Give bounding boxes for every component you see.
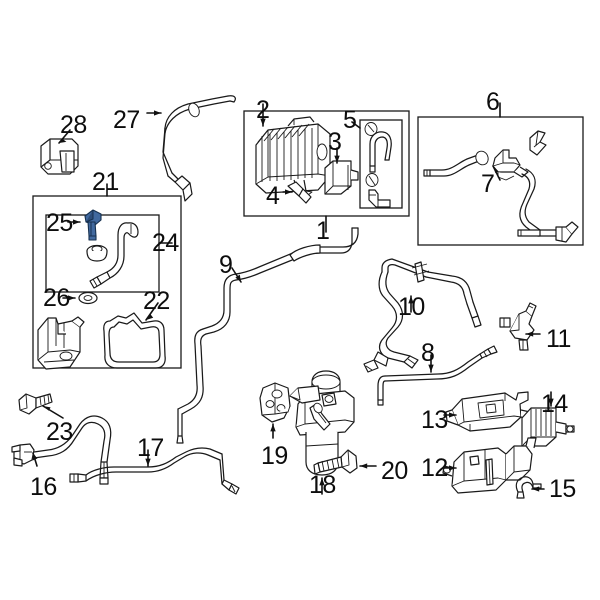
callout-28: 28 [60,111,87,139]
arrow-14 [548,398,554,406]
arrow-2 [260,118,266,126]
part-8-vacuum-hose-short [377,345,498,406]
arrow-11 [526,331,534,337]
arrow-19 [270,424,276,432]
callout-2: 2 [256,96,270,124]
callout-10: 10 [398,293,425,321]
arrow-17 [145,458,151,466]
callout-8: 8 [421,339,435,367]
arrow-22 [146,314,154,320]
arrow-8 [428,364,434,372]
part-11-pcv-valve [499,302,537,351]
callout-20: 20 [381,457,408,485]
callout-15: 15 [549,475,576,503]
callout-24: 24 [152,229,179,257]
arrow-18 [319,478,325,486]
callout-19: 19 [261,442,288,470]
part-12-vapor-canister-purge-solenoid [442,437,537,494]
part-3-canister-vent-solenoid [324,160,359,195]
callout-23: 23 [46,418,73,446]
part-2-vapor-canister [255,116,331,196]
part-26-grommet [78,291,98,305]
callout-22: 22 [143,287,170,315]
group-box-5-inner [359,119,403,209]
callout-16: 16 [30,473,57,501]
callout-25: 25 [46,209,73,237]
part-27-filler-vent-tube [162,95,236,202]
group-box-6 [417,116,584,246]
part-23-sensor-bolt [18,393,53,415]
callout-13: 13 [421,406,448,434]
part-17-vapor-tube-assembly [69,447,240,495]
part-4-canister-fitting [287,181,312,204]
arrow-28 [59,139,67,143]
callout-26: 26 [43,284,70,312]
arrow-15 [532,486,540,492]
arrow-23 [43,406,51,411]
arrow-20 [360,463,368,469]
callout-18: 18 [309,471,336,499]
callout-14: 14 [541,390,568,418]
part-19-egr-valve-gasket [259,382,291,423]
arrow-3 [334,155,340,163]
part-separator-body [37,316,85,370]
part-28-evap-pressure-sensor [40,138,79,175]
callout-17: 17 [137,434,164,462]
part-22-separator-shield [103,312,166,369]
part-7-purge-valve [492,149,529,181]
arrow-4 [285,189,292,195]
arrow-27 [154,110,161,116]
part-9-fuel-vapor-tube-long [176,227,359,444]
callout-11: 11 [546,325,571,353]
part-20-egr-mounting-bolt [313,449,358,475]
part-grommet-inner [86,244,108,262]
arrow-9 [235,274,241,282]
callout-1: 1 [316,217,330,245]
leader-5 [351,121,361,129]
arrow-25 [73,219,80,225]
group-box-24-inner [45,214,160,293]
arrow-16 [32,453,38,461]
part-6-vapor-hose-assembly [423,130,579,243]
callout-4: 4 [266,182,280,210]
part-13-solenoid-mounting-bracket [445,391,531,432]
part-25-fuel-vapor-separator-valve [84,209,102,241]
leader-28 [58,129,71,144]
callout-12: 12 [421,454,448,482]
arrow-7 [493,166,499,174]
leader-22 [145,302,159,321]
part-24-separator-hose [89,222,139,289]
callout-27: 27 [113,106,140,134]
arrow-26 [68,295,75,301]
arrow-12 [449,465,456,471]
arrow-13 [449,412,456,418]
arrow-10 [408,296,414,304]
callout-21: 21 [92,168,119,196]
part-16-fuel-tank-pressure-sensor [11,415,112,485]
part-18-egr-valve [289,370,355,476]
part-15-connector-hose [515,476,542,499]
callout-6: 6 [486,88,500,116]
callout-9: 9 [219,251,233,279]
callout-3: 3 [328,128,342,156]
part-10-fuel-vapor-tube-rear [363,258,482,373]
callout-5: 5 [343,106,357,134]
callout-7: 7 [481,170,495,198]
part-5-canister-hose-kit [364,122,392,208]
